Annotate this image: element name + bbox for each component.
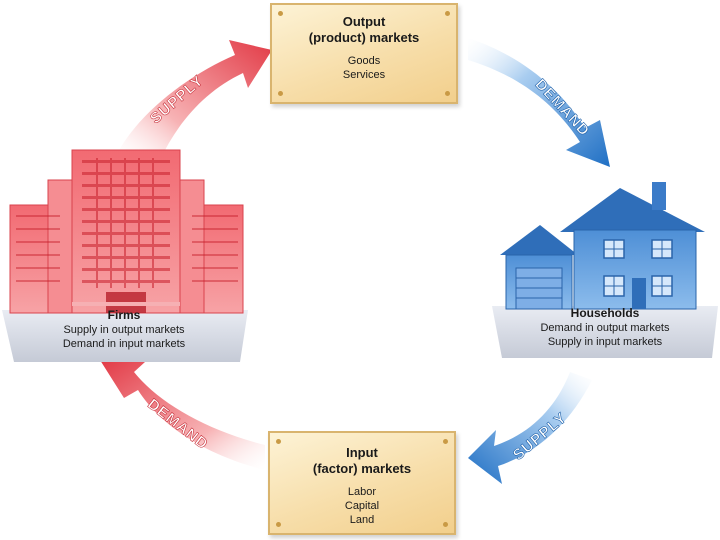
firms-line-demand: Demand in input markets: [62, 338, 186, 350]
corner-stud: [276, 522, 281, 527]
households-title: Households: [570, 306, 640, 320]
households-line-demand: Demand in output markets: [540, 322, 670, 334]
input-markets-box: Input (factor) markets Labor Capital Lan…: [268, 431, 456, 535]
corner-stud: [445, 91, 450, 96]
corner-stud: [443, 439, 448, 444]
output-markets-title-line2: (product) markets: [308, 30, 420, 45]
demand-arrow-label: DEMAND: [532, 76, 593, 140]
households-house-icon: [492, 182, 718, 358]
corner-stud: [278, 91, 283, 96]
output-markets-title-line1: Output: [342, 14, 386, 29]
corner-stud: [276, 439, 281, 444]
input-markets-title-line1: Input: [346, 445, 378, 460]
output-item-services: Services: [342, 69, 386, 81]
supply-arrow-firms-to-output: SUPPLY: [118, 40, 272, 160]
households-label: Households Demand in output markets Supp…: [494, 306, 716, 349]
corner-stud: [278, 11, 283, 16]
firms-building-icon: [2, 149, 248, 362]
corner-stud: [443, 522, 448, 527]
demand-arrow-input-to-firms: DEMAND: [100, 360, 265, 470]
firms-line-supply: Supply in output markets: [63, 324, 185, 336]
demand-arrow-output-to-households: DEMAND: [468, 38, 610, 167]
firms-label: Firms Supply in output markets Demand in…: [8, 308, 240, 351]
output-markets-box: Output (product) markets Goods Services: [270, 3, 458, 104]
households-line-supply: Supply in input markets: [547, 336, 663, 348]
firms-title: Firms: [107, 308, 141, 322]
input-item-capital: Capital: [344, 500, 380, 512]
corner-stud: [445, 11, 450, 16]
supply-arrow-households-to-input: SUPPLY: [468, 372, 592, 484]
input-item-labor: Labor: [347, 486, 377, 498]
output-item-goods: Goods: [347, 55, 381, 67]
input-markets-title-line2: (factor) markets: [312, 461, 412, 476]
input-item-land: Land: [349, 514, 375, 526]
